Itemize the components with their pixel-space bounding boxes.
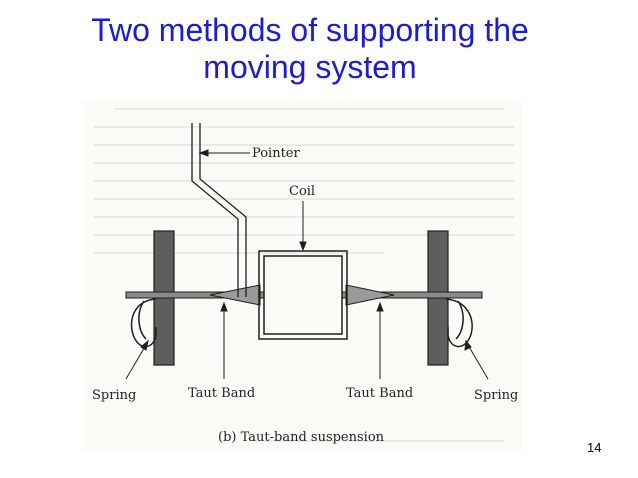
taut-band-right-label: Taut Band xyxy=(346,386,413,401)
spring-left-label: Spring xyxy=(92,388,136,403)
spring-right-label: Spring xyxy=(474,388,518,403)
scan-texture xyxy=(94,108,514,442)
slide-title: Two methods of supporting the moving sys… xyxy=(40,12,580,86)
pointer-shaft-right-edge xyxy=(199,123,247,297)
taut-band-diagram: Pointer Coil Spring Taut Band Taut Band … xyxy=(92,108,518,445)
coil-label: Coil xyxy=(289,184,315,199)
taut-band-right xyxy=(345,284,395,306)
slide-title-line-2: moving system xyxy=(203,49,417,85)
pointer-shaft-left-edge xyxy=(191,123,239,297)
taut-band-left-label: Taut Band xyxy=(188,386,255,401)
pointer-label: Pointer xyxy=(252,146,300,161)
spring-right xyxy=(445,298,473,348)
figure-caption: (b) Taut-band suspension xyxy=(218,430,385,445)
page-number: 14 xyxy=(587,440,602,455)
leader-lines xyxy=(125,149,489,380)
slide-title-line-1: Two methods of supporting the xyxy=(91,12,529,48)
taut-band-suspension-figure: Pointer Coil Spring Taut Band Taut Band … xyxy=(84,101,522,451)
spring-left xyxy=(130,298,157,348)
taut-band-left xyxy=(209,284,261,306)
coil-inner xyxy=(263,255,343,335)
